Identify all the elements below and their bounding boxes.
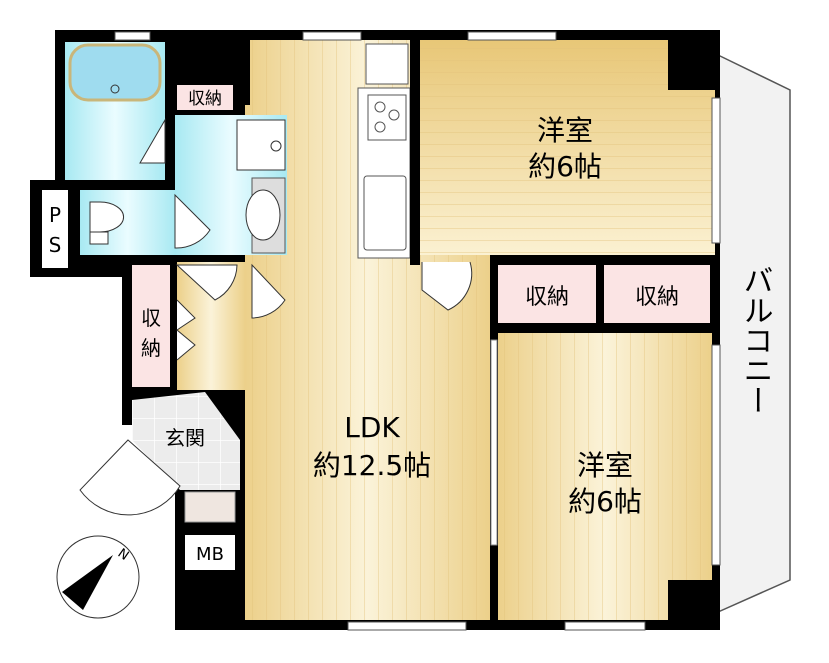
- shoe-box: [184, 491, 236, 523]
- western-room-2-label: 洋室: [577, 449, 633, 482]
- door-swing: [421, 261, 473, 311]
- storage-mid-1: [498, 265, 596, 323]
- window: [564, 621, 646, 631]
- mb-box: [185, 535, 235, 570]
- window: [302, 31, 362, 41]
- ps-label-p: P: [49, 203, 61, 227]
- burner-icon: [374, 121, 386, 133]
- western-room-1-label: 洋室: [537, 114, 593, 147]
- western-room-2-size: 約6帖: [568, 485, 642, 518]
- ldk-size: 約12.5帖: [313, 449, 431, 482]
- window: [711, 344, 721, 566]
- entrance-label: 玄関: [165, 426, 205, 450]
- sliding-door: [490, 339, 498, 546]
- burner-icon: [374, 101, 386, 113]
- mb-label: MB: [196, 544, 224, 565]
- western-room-1-size: 約6帖: [528, 150, 602, 183]
- storage-left-label-1: 収: [141, 306, 161, 330]
- storage-top: [177, 85, 233, 110]
- washing-machine-space: [236, 119, 286, 171]
- balcony-label: バルコニー: [738, 265, 773, 415]
- storage-left-label-2: 納: [141, 336, 161, 360]
- compass-needle-icon: [62, 555, 113, 610]
- storage-mid-2: [604, 265, 710, 323]
- storage-mid-2-label: 収納: [635, 285, 679, 310]
- window: [114, 31, 151, 41]
- fridge: [365, 43, 409, 85]
- sink: [363, 175, 407, 251]
- burner-icon: [388, 109, 400, 121]
- storage-top-label: 収納: [188, 89, 222, 109]
- storage-mid-1-label: 収納: [525, 285, 569, 310]
- ldk-label: LDK: [344, 411, 400, 444]
- window: [711, 97, 721, 244]
- bathtub: [68, 43, 162, 102]
- ps-label-s: S: [49, 233, 62, 257]
- ldk-wall-notch: [245, 40, 250, 105]
- storage-left: [132, 265, 170, 387]
- entrance-floor: [132, 392, 240, 490]
- stove: [367, 94, 407, 141]
- entrance-door: [79, 439, 181, 516]
- window: [347, 621, 467, 631]
- window: [467, 31, 557, 41]
- ps-box: [42, 190, 68, 268]
